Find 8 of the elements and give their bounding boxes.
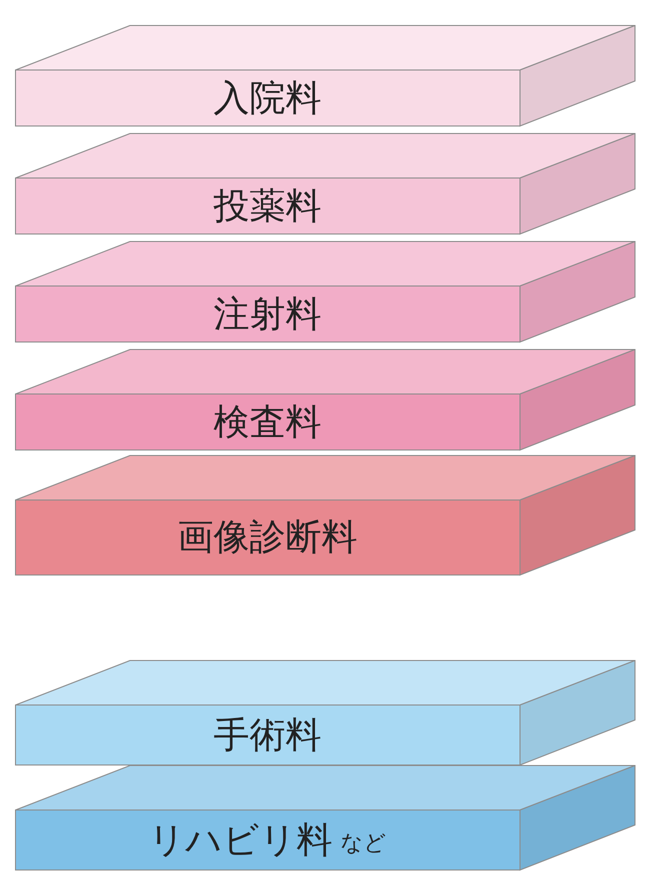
slab-label: など [340, 830, 386, 858]
slab-label: 画像診断料 [178, 516, 358, 560]
slab-label: 投薬料 [214, 184, 322, 228]
slab-label: 入院料 [214, 76, 322, 120]
slab-label: リハビリ料 [148, 818, 332, 862]
slab-label: 検査料 [214, 400, 322, 444]
slab-label: 手術料 [214, 714, 322, 758]
slab-label: 注射料 [214, 292, 322, 336]
